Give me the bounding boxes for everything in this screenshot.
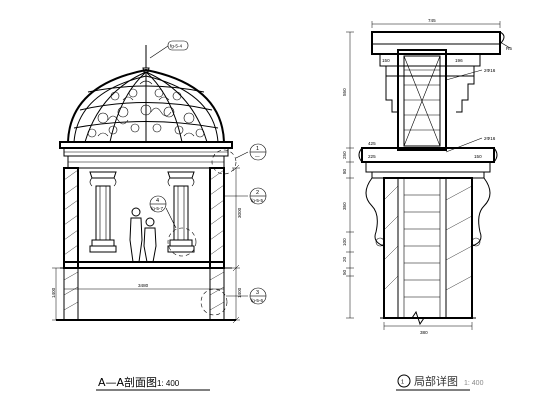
human-figures (129, 207, 157, 263)
dim-v-80: 80 (342, 168, 347, 174)
callout-2-ref: fg-5-5 (251, 198, 263, 203)
dome-ribs (73, 71, 219, 143)
callout-1-num: 1 (256, 146, 259, 152)
dome-scrollwork (87, 80, 205, 138)
dim-v-250: 250 (342, 151, 347, 159)
pier-detail: 745 150 196 R5 2Φ16 425 225 150 2Φ16 380 (342, 18, 512, 391)
vertical-dimensions: 3000 1400 (232, 164, 242, 324)
dim-radius-top: R5 (506, 46, 512, 51)
dim-top-width: 745 (428, 18, 436, 23)
callout-2-num: 2 (256, 190, 259, 196)
detail-title: 局部详图 (414, 374, 458, 388)
dim-v-550: 550 (342, 88, 347, 96)
callout-4-num: 4 (156, 198, 159, 204)
dim-bottom-width: 380 (420, 330, 428, 335)
dim-v-50: 50 (342, 269, 347, 275)
section-scale: 1: 400 (157, 379, 180, 388)
callout-3-num: 3 (256, 290, 259, 296)
detail-circle-1 (211, 149, 237, 175)
dim-mid-inner: 225 (368, 154, 376, 159)
dim-base-left: 1400 (51, 287, 56, 298)
column-left (89, 171, 117, 253)
dim-cap-left: 150 (382, 58, 390, 63)
shaft-upper (397, 49, 447, 151)
detail-vertical-dimensions: 550 250 80 350 100 20 50 (342, 31, 354, 319)
section-title: A—A剖面图 (98, 375, 157, 389)
rebar-mid: 2Φ16 (484, 136, 496, 141)
dim-width: 3480 (138, 283, 149, 288)
dim-v-350: 350 (342, 202, 347, 210)
dim-height: 3000 (237, 207, 242, 218)
gazebo-section: fg-5-4 1 — 2 fg-5-5 3 fg-5-6 4 fg-5-7 (51, 40, 267, 391)
callout-1-ref: — (255, 154, 260, 159)
dim-mid-right: 150 (474, 154, 482, 159)
ref-tag-top (167, 40, 189, 51)
dim-v-20: 20 (342, 256, 347, 262)
detail-circle-3 (200, 288, 228, 316)
detail-circle-2 (167, 227, 197, 257)
column-right (167, 171, 195, 253)
detail-scale: 1: 400 (464, 380, 484, 387)
callout-3-ref: fg-5-6 (251, 298, 263, 303)
dim-base-right: 1400 (237, 287, 242, 298)
detail-title-circle (397, 374, 411, 388)
rebar-top: 2Φ16 (484, 68, 496, 73)
dim-cap-right: 196 (455, 58, 463, 63)
dim-v-100: 100 (342, 238, 347, 246)
dim-mid-left: 425 (368, 141, 376, 146)
callout-4-ref: fg-5-7 (151, 206, 163, 211)
ref-tag-top-label: fg-5-4 (170, 44, 182, 49)
detail-title-num: 1 (401, 380, 404, 386)
